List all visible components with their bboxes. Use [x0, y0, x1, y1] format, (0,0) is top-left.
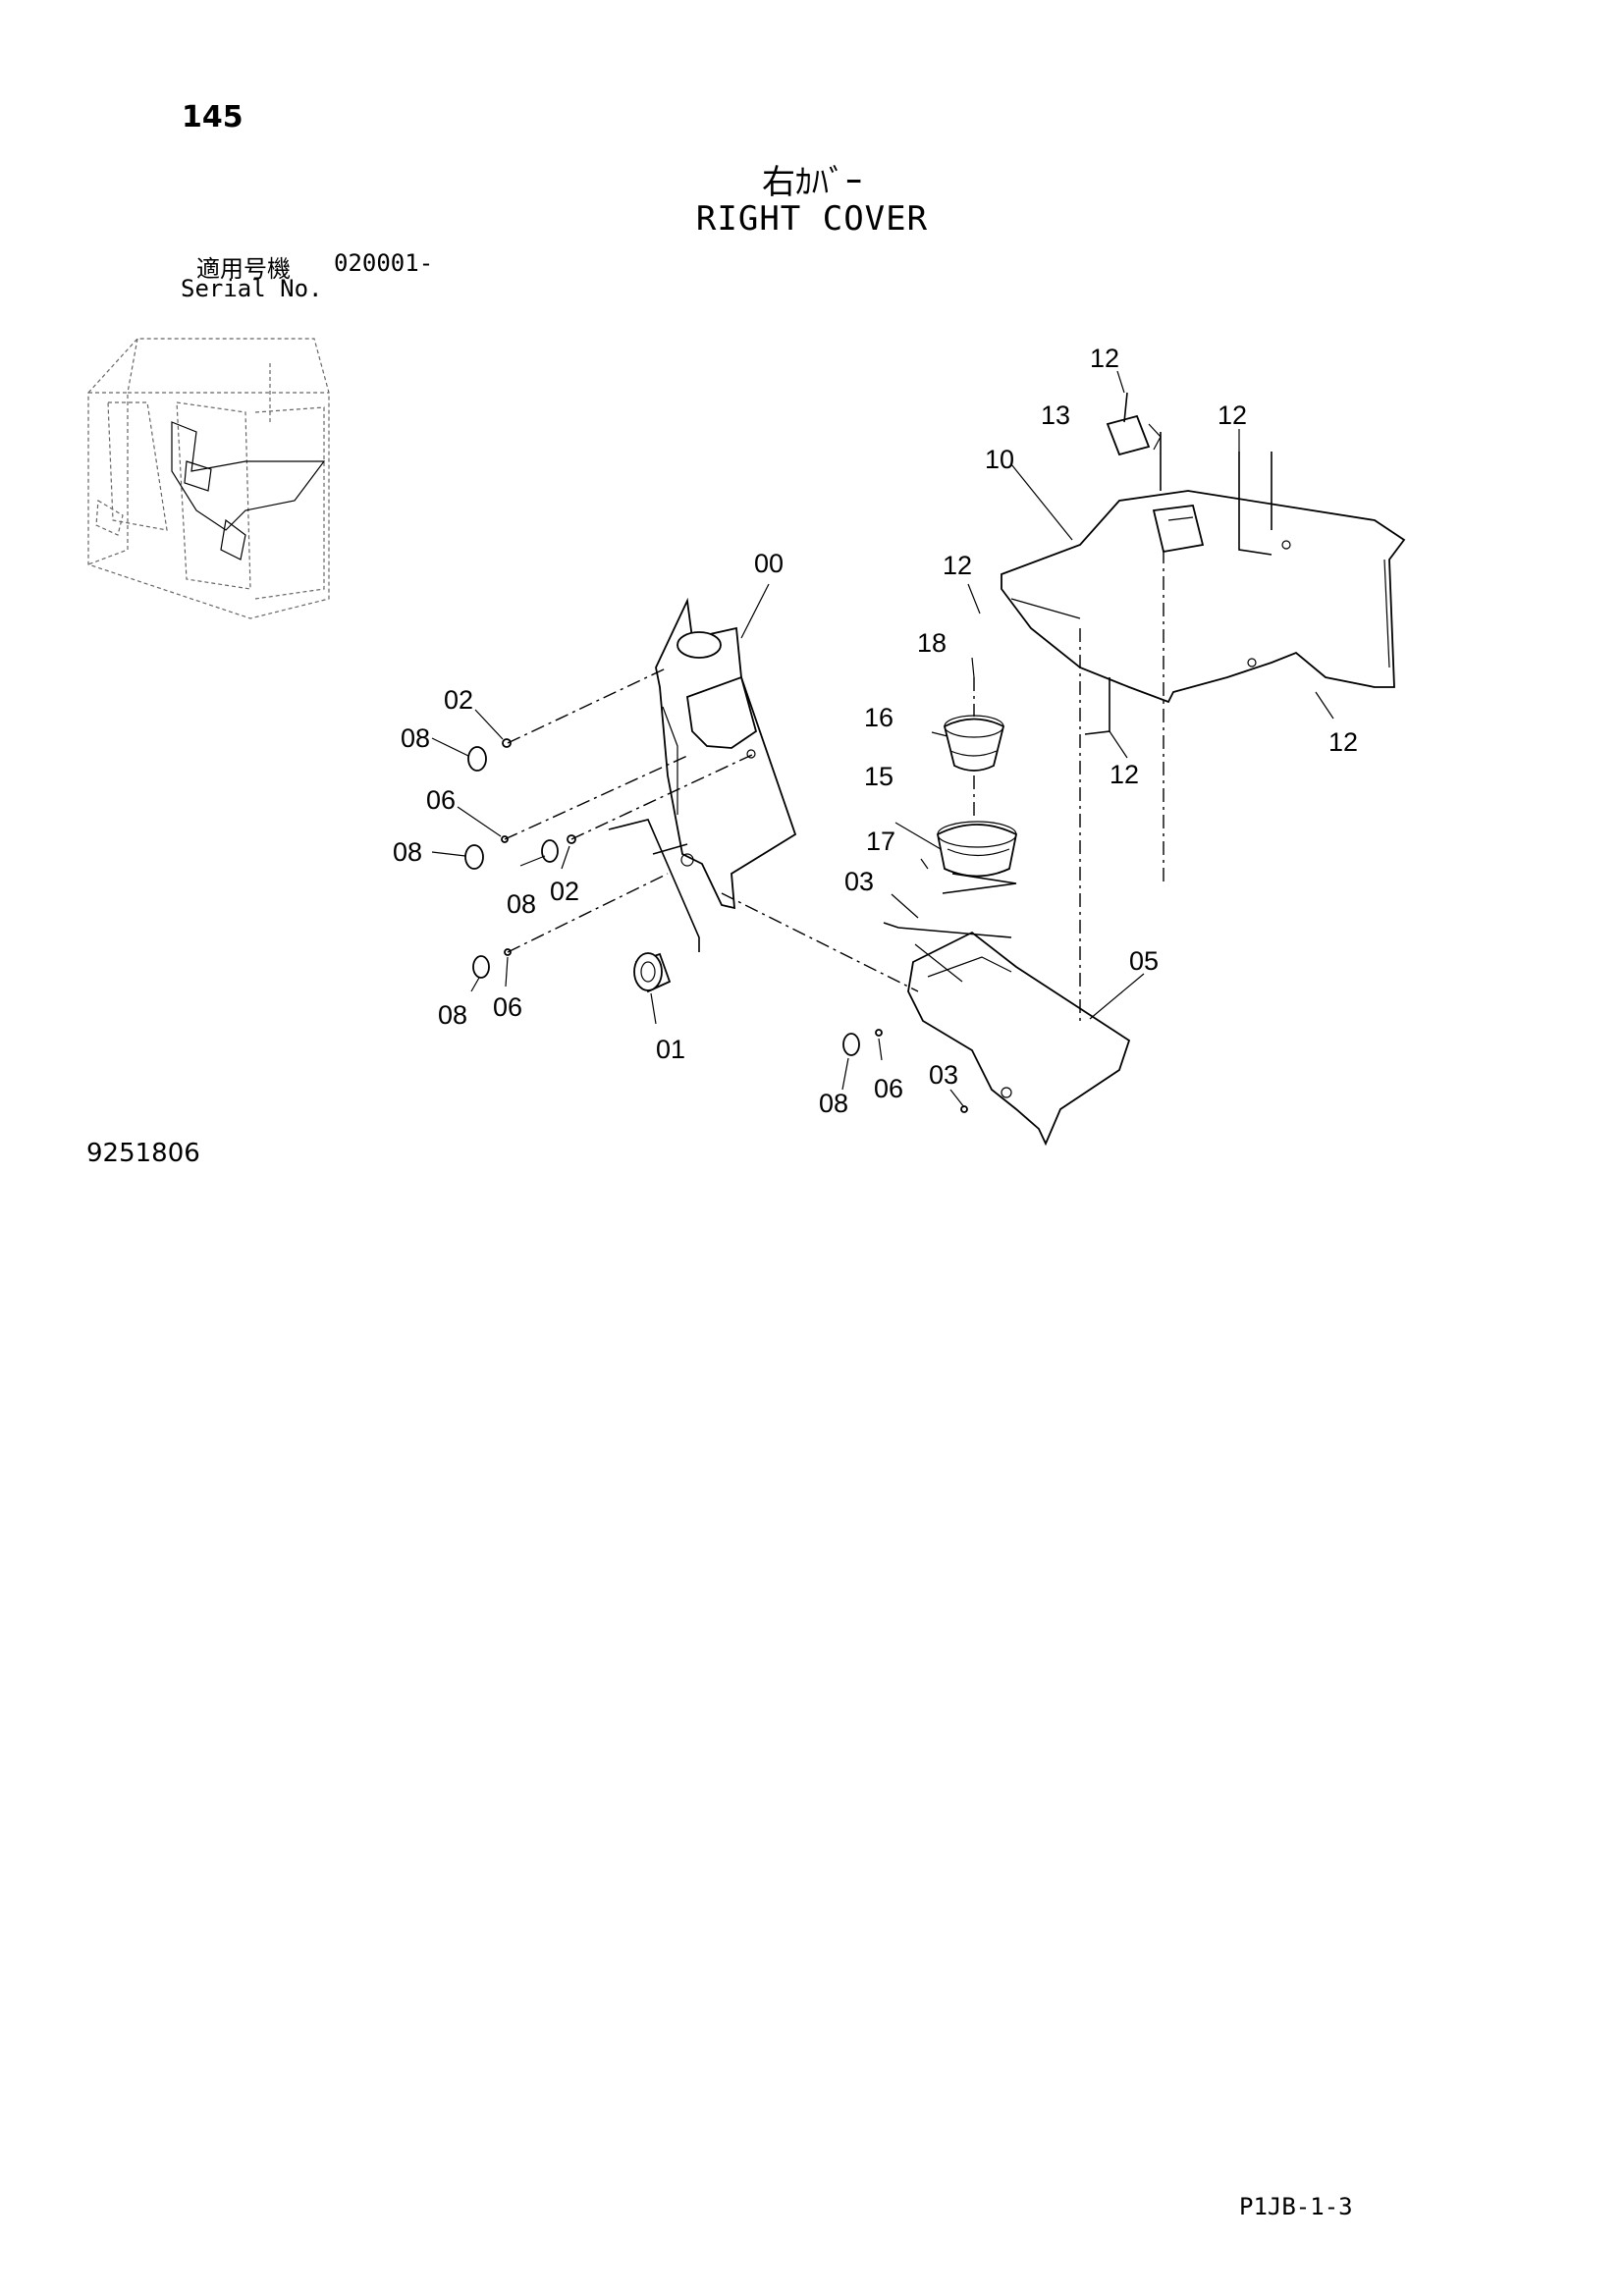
callout-17: 17	[866, 827, 895, 856]
callout-08: 08	[401, 723, 430, 753]
part-15-cup-holder	[936, 821, 1018, 878]
part-05-lower-cover	[907, 931, 1131, 1147]
callout-02: 02	[550, 877, 579, 906]
callout-labels: 00 01 02 02 03 03 05 06 06 06 08 08 08 0…	[393, 344, 1358, 1118]
callout-16: 16	[864, 703, 893, 732]
callout-12: 12	[1090, 344, 1119, 373]
serial-label-japanese: 適用号機	[196, 255, 291, 283]
part-10-upper-cover	[1001, 490, 1406, 704]
callout-03: 03	[929, 1060, 958, 1090]
callout-06: 06	[874, 1074, 903, 1103]
callout-00: 00	[754, 549, 784, 578]
callout-08: 08	[438, 1000, 467, 1030]
callout-05: 05	[1129, 946, 1159, 976]
drawing-code: 9251806	[86, 1139, 200, 1168]
callout-06: 06	[493, 992, 522, 1022]
callout-08: 08	[393, 837, 422, 867]
callout-03: 03	[844, 867, 874, 896]
callout-08: 08	[507, 889, 536, 919]
assembly-lines	[504, 392, 1272, 1021]
callout-12: 12	[1110, 760, 1139, 789]
callout-13: 13	[1041, 400, 1070, 430]
fastener-hardware	[464, 738, 968, 1113]
part-13-clip	[1106, 414, 1162, 456]
callout-02: 02	[444, 685, 473, 715]
leader-lines	[431, 370, 1334, 1108]
page-reference: P1JB-1-3	[1239, 2193, 1353, 2220]
callout-12: 12	[1328, 727, 1358, 757]
callout-12: 12	[1218, 400, 1247, 430]
callout-01: 01	[656, 1035, 685, 1064]
callout-10: 10	[985, 445, 1014, 474]
callout-06: 06	[426, 785, 456, 815]
page-number: 145	[182, 100, 244, 134]
callout-12: 12	[943, 551, 972, 580]
part-16-cup-holder-insert	[943, 715, 1005, 772]
title-japanese: 右ｶﾊﾞｰ	[762, 163, 862, 202]
serial-label-english: Serial No.	[181, 275, 323, 302]
part-00-right-cover	[655, 597, 797, 910]
cab-location-thumbnail	[87, 338, 330, 619]
callout-15: 15	[864, 762, 893, 791]
serial-number-value: 020001-	[334, 249, 434, 277]
title-english: RIGHT COVER	[695, 199, 929, 239]
part-01-grommet	[633, 952, 672, 993]
callout-08: 08	[819, 1089, 848, 1118]
callout-18: 18	[917, 628, 947, 658]
